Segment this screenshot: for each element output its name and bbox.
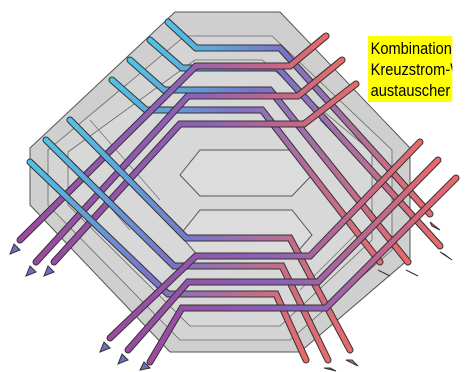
flow-channel: [43, 137, 331, 363]
flow-arrow-icon: [323, 367, 337, 372]
flow-channel: [107, 139, 423, 341]
flow-channels-lower: [26, 116, 460, 366]
flow-channel: [109, 77, 383, 265]
flow-channel: [17, 33, 329, 243]
caption-box: Kombinations- Kreuzstrom-Wärme- austausc…: [368, 36, 453, 102]
flow-arrows: [9, 221, 453, 372]
caption-line: Kreuzstrom-Wärme-: [370, 60, 453, 79]
flow-arrow-icon: [99, 341, 111, 353]
flow-channel: [27, 159, 309, 363]
flow-arrow-icon: [377, 269, 391, 277]
flow-arrow-icon: [345, 359, 359, 367]
flow-arrow-icon: [25, 265, 37, 277]
exchanger-core: [179, 209, 313, 259]
flow-channels-upper: [16, 18, 444, 266]
flow-arrow-icon: [9, 243, 21, 255]
exchanger-core: [179, 149, 313, 197]
flow-channel: [147, 175, 459, 365]
flow-arrow-icon: [439, 251, 453, 261]
flow-arrow-icon: [139, 361, 152, 371]
flow-channel: [33, 57, 345, 265]
flow-channel: [67, 117, 353, 353]
flow-arrow-icon: [429, 221, 441, 231]
flow-channel: [127, 57, 411, 265]
caption-line: austauscher: [370, 81, 451, 100]
flow-channel: [165, 19, 433, 217]
caption-line: Kombinations-: [370, 39, 453, 58]
flow-arrow-icon: [43, 265, 55, 277]
flow-arrow-icon: [405, 269, 419, 277]
flow-channel: [125, 157, 441, 353]
flow-arrow-icon: [117, 353, 129, 365]
flow-channel: [51, 81, 359, 265]
